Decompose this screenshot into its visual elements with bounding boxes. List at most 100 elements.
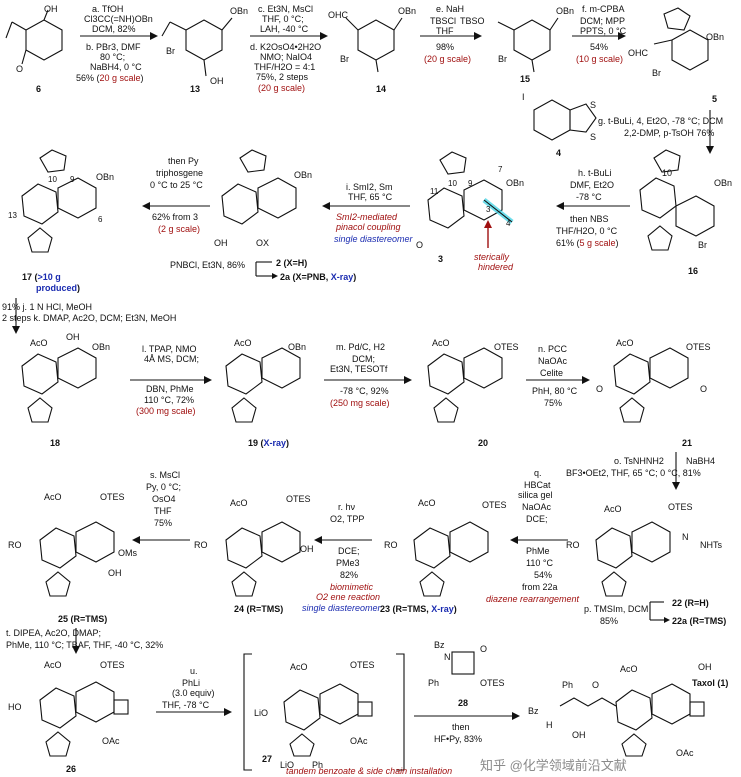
label-aco: AcO <box>604 504 622 514</box>
cond-q-note: diazene rearrangement <box>486 594 580 604</box>
cond-r-1: r. hν <box>338 502 356 512</box>
label-ph: Ph <box>312 760 323 770</box>
compound-label-25: 25 (R=TMS) <box>58 614 107 624</box>
cond-s-4: THF <box>154 506 172 516</box>
cond-n-3: Celite <box>540 368 563 378</box>
label-obn: OBn <box>230 6 248 16</box>
cond-s-3: OsO4 <box>152 494 176 504</box>
label-ro: RO <box>566 540 580 550</box>
label-obn: OBn <box>92 342 110 352</box>
label-7: 7 <box>498 165 503 174</box>
compound-label-17: 17 (>10 g <box>22 272 61 282</box>
compound-23-structure: AcO OTES RO 23 (R=TMS, X-ray) <box>380 498 507 614</box>
label-10: 10 <box>48 175 57 184</box>
compound-27-structure: AcO OTES LiO LiO Ph OAc 27 <box>243 653 405 771</box>
compound-label-26: 26 <box>66 764 76 774</box>
cond-e-scale: (20 g scale) <box>424 54 471 64</box>
label-o: O <box>416 240 423 250</box>
compound-label-22: 22 (R=H) <box>672 598 709 608</box>
cond-q-9: from 22a <box>522 582 558 592</box>
label-otes: OTES <box>286 494 311 504</box>
label-obn: OBn <box>398 6 416 16</box>
label-iodo: I <box>522 92 525 102</box>
cond-r-2: O2, TPP <box>330 514 364 524</box>
cond-l-3: DBN, PhMe <box>146 384 194 394</box>
cond-r-note-3: single diastereomer <box>302 603 382 613</box>
label-ho: HO <box>8 702 22 712</box>
cond-final-2: HF•Py, 83% <box>434 734 482 744</box>
cond-c-2: THF, 0 °C; <box>262 14 304 24</box>
cond-m-3: Et3N, TESOTf <box>330 364 388 374</box>
compound-label-24: 24 (R=TMS) <box>234 604 283 614</box>
compound-19-structure: AcO OBn 19 (X-ray) <box>225 338 306 448</box>
label-oac: OAc <box>676 748 694 758</box>
label-aco: AcO <box>44 492 62 502</box>
label-aco: AcO <box>616 338 634 348</box>
label-oac: OAc <box>350 736 368 746</box>
compound-2-structure: OBn OH OX <box>214 149 312 248</box>
label-10: 10 <box>448 179 457 188</box>
compound-label-20: 20 <box>478 438 488 448</box>
steric-note-1: sterically <box>474 252 510 262</box>
compound-21-structure: AcO OTES O O 21 <box>596 338 711 448</box>
label-aco: AcO <box>234 338 252 348</box>
cond-g-1: g. t-BuLi, 4, Et2O, -78 °C; DCM <box>598 116 723 126</box>
compound-label-2: 2 (X=H) <box>276 258 307 268</box>
cond-q-8: 54% <box>534 570 552 580</box>
cond-d-scale: (20 g scale) <box>258 83 305 93</box>
cond-n-5: 75% <box>544 398 562 408</box>
label-obn: OBn <box>506 178 524 188</box>
cond-q-4: NaOAc <box>522 502 552 512</box>
compound-18-structure: AcO OH OBn 18 <box>21 332 110 448</box>
label-br: Br <box>652 68 661 78</box>
label-otes: OTES <box>482 500 507 510</box>
cond-py-3: 0 °C to 25 °C <box>150 180 203 190</box>
label-s1: S <box>590 100 596 110</box>
label-n: N <box>444 652 451 662</box>
label-s2: S <box>590 132 596 142</box>
cond-s-1: s. MsCl <box>150 470 180 480</box>
compound-label-18: 18 <box>50 438 60 448</box>
compound-25-structure: AcO OTES RO OMs OH 25 (R=TMS) <box>8 492 137 624</box>
label-oac: OAc <box>102 736 120 746</box>
label-oh: OH <box>300 544 314 554</box>
cond-r-note-2: O2 ene reaction <box>316 592 380 602</box>
compound-20-structure: AcO OTES 20 <box>427 338 519 448</box>
compound-13-structure: OBn Br OH 13 <box>161 6 248 94</box>
compound-label-6: 6 <box>36 84 41 94</box>
label-ox: OX <box>256 238 269 248</box>
cond-h-4: then NBS <box>570 214 609 224</box>
compound-label-17b: produced) <box>36 283 80 293</box>
label-o: O <box>480 644 487 654</box>
cond-o-2: NaBH4 <box>686 456 715 466</box>
cond-m-2: DCM; <box>352 354 375 364</box>
compound-label-3: 3 <box>438 254 443 264</box>
compound-label-5: 5 <box>712 94 717 104</box>
label-otes: OTES <box>480 678 505 688</box>
taxol-label: Taxol (1) <box>692 678 728 688</box>
cond-p-2: 85% <box>600 616 618 626</box>
cond-m-4: -78 °C, 92% <box>340 386 389 396</box>
label-9: 9 <box>70 175 75 184</box>
cond-q-7: 110 °C <box>526 558 553 568</box>
cond-q-1: q. <box>534 468 542 478</box>
cond-d-2: NMO; NaIO4 <box>260 52 312 62</box>
cond-r-5: 82% <box>340 570 358 580</box>
label-bz: Bz <box>528 706 539 716</box>
cond-c-3: LAH, -40 °C <box>260 24 309 34</box>
label-obn: OBn <box>706 32 724 42</box>
cond-d-3: THF/H2O = 4:1 <box>254 62 315 72</box>
cond-a-1: a. TfOH <box>92 4 123 14</box>
label-oms: OMs <box>118 548 137 558</box>
cond-t-2: PhMe, 110 °C; TBAF, THF, -40 °C, 32% <box>6 640 163 650</box>
cond-u-3: (3.0 equiv) <box>172 688 215 698</box>
cond-b-2: 80 °C; <box>100 52 125 62</box>
cond-i-note-1: SmI2-mediated <box>336 212 398 222</box>
cond-c-1: c. Et3N, MsCl <box>258 4 313 14</box>
cond-f-2: DCM; MPP <box>580 16 625 26</box>
label-ph: Ph <box>428 678 439 688</box>
cond-l-2: 4Å MS, DCM; <box>144 354 199 364</box>
label-br: Br <box>166 46 175 56</box>
label-aco: AcO <box>44 660 62 670</box>
label-o13: O <box>596 384 603 394</box>
